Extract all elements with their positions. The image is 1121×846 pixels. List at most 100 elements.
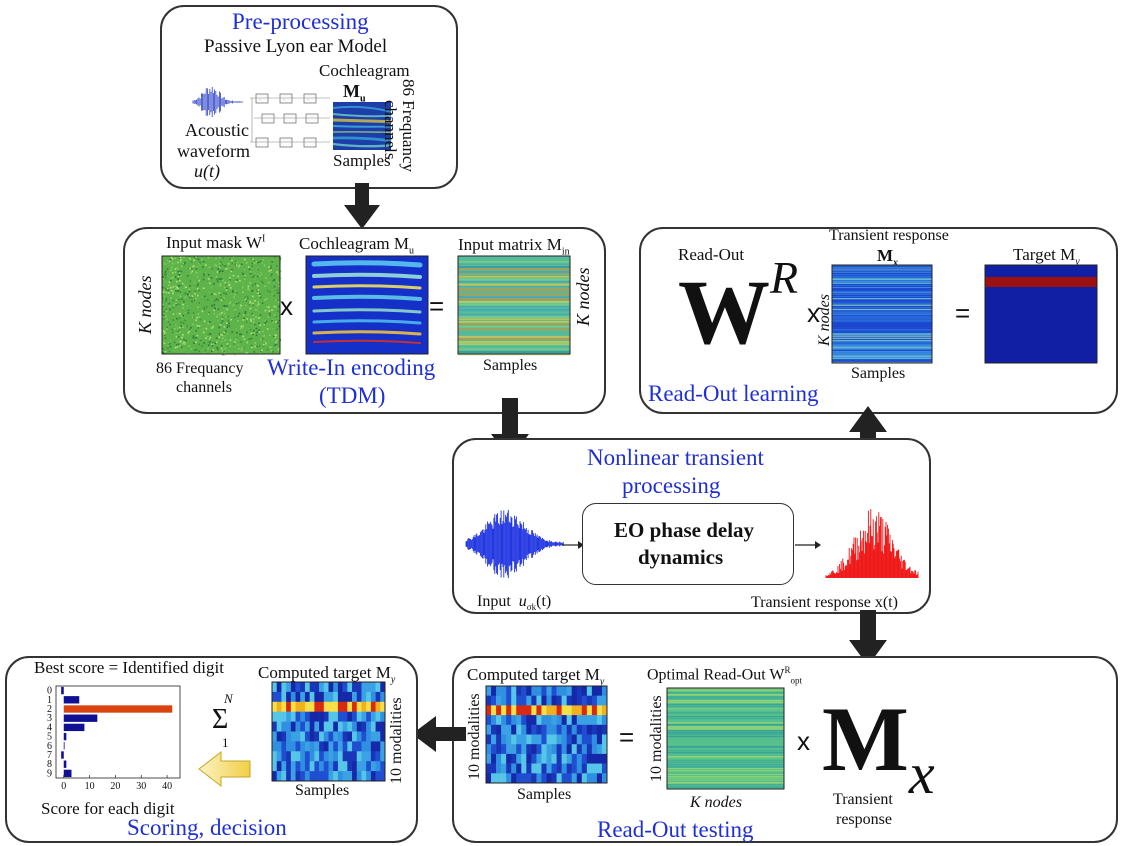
acoustic-label: Acoustic (185, 120, 249, 140)
times-symbol-learning: x (807, 298, 820, 328)
samples-label-preproc: Samples (333, 151, 391, 170)
k-nodes-testing: K nodes (690, 794, 742, 811)
arrow-up-to-learning (849, 406, 887, 460)
xtick-label-20: 20 (110, 781, 120, 792)
sum-bottom: 1 (222, 735, 229, 750)
cochleagram-label-writein: Cochleagram Mu (299, 234, 414, 257)
computed-target-label-testing: Computed target My (467, 665, 605, 688)
equals-symbol-writein: = (429, 291, 445, 321)
tick-label-digit-4: 4 (47, 722, 52, 733)
freq-label-1-writein: 86 Frequancy (156, 360, 244, 377)
times-symbol-writein: x (280, 291, 293, 321)
bar-digit-1 (63, 696, 80, 704)
svg-text:~: ~ (307, 97, 310, 102)
writein-title-1: Write-In encoding (267, 355, 436, 380)
waveform-label: waveform (177, 141, 250, 161)
modalities-label-testing-left: 10 modalities (466, 693, 483, 780)
freq-channels-label-2: channels (381, 100, 400, 160)
transient-response-matrix-learning (831, 264, 933, 364)
equals-symbol-testing: = (619, 722, 635, 752)
input-mask-label: Input mask WI (166, 233, 266, 252)
input-matrix-label: Input matrix Min (458, 235, 570, 258)
ut-label: u(t) (194, 161, 220, 181)
tick-label-digit-6: 6 (47, 741, 52, 752)
modalities-label-testing-right: 10 modalities (648, 695, 665, 782)
writein-title-2: (TDM) (319, 383, 386, 408)
target-matrix-image (984, 264, 1098, 364)
input-matrix-image (457, 255, 571, 356)
arrow-down-to-testing (849, 610, 887, 666)
tick-label-digit-1: 1 (47, 695, 52, 706)
arrow-to-eo (562, 541, 584, 549)
input-label: Input uσk(t) (477, 593, 552, 613)
bar-digit-6 (63, 742, 65, 750)
big-w-readout: WR (678, 252, 799, 363)
mu-label: Mu (343, 81, 366, 105)
transient-response-label: Transient response x(t) (751, 594, 898, 611)
bar-digit-2 (63, 705, 173, 713)
cochleagram-image (305, 255, 429, 355)
input-waveform (465, 509, 564, 579)
equals-symbol-learning: = (955, 298, 971, 328)
readout-label: Read-Out (678, 245, 745, 264)
xtick-label-0: 0 (61, 781, 66, 792)
big-mx: Mx (822, 688, 935, 807)
freq-label-2-writein: channels (176, 379, 232, 396)
computed-target-matrix-scoring (271, 681, 386, 782)
samples-label-learning: Samples (851, 365, 906, 382)
svg-text:~: ~ (259, 97, 262, 102)
eo-box (582, 503, 794, 585)
bar-digit-7 (61, 751, 64, 759)
sum-symbol: Σ (212, 704, 229, 735)
best-score-label: Best score = Identified digit (34, 658, 224, 677)
scoring-title: Scoring, decision (127, 815, 287, 840)
input-mask-image (161, 255, 282, 356)
arrow-from-eo (795, 541, 821, 549)
sum-top: N (224, 691, 233, 706)
samples-label-testing: Samples (517, 786, 572, 803)
arrow-testing-to-scoring (412, 716, 466, 752)
eo-label-2: dynamics (638, 545, 724, 569)
nonlinear-title-1: Nonlinear transient (587, 445, 764, 470)
modalities-label-scoring: 10 modalities (388, 697, 405, 784)
tick-label-digit-0: 0 (47, 686, 52, 697)
filter-bank-diagram: ~ ~ ~ (250, 93, 330, 148)
tick-label-digit-3: 3 (47, 713, 52, 724)
optimal-readout-label: Optimal Read-Out WRopt (647, 665, 802, 686)
transient-response-label-learning: Transient response (829, 227, 949, 244)
transient-response-waveform (825, 509, 919, 578)
samples-label-scoring: Samples (295, 782, 350, 799)
computed-target-label-scoring: Computed target My (258, 663, 396, 686)
preprocessing-title: Pre-processing (232, 9, 369, 34)
tick-label-digit-2: 2 (47, 704, 52, 715)
transient-label-testing-1: Transient (833, 791, 893, 808)
tick-label-digit-8: 8 (47, 759, 52, 770)
readout-testing-title: Read-Out testing (597, 817, 754, 842)
k-nodes-left-label: K nodes (135, 275, 155, 335)
bar-digit-4 (63, 723, 85, 732)
bar-digit-0 (61, 686, 64, 695)
acoustic-waveform (192, 86, 243, 118)
bar-digit-9 (63, 769, 72, 778)
target-label: Target My (1013, 245, 1080, 268)
chart-xlabel: Score for each digit (41, 799, 175, 818)
bar-digit-5 (63, 732, 67, 741)
freq-channels-label-1: 86 Frequancy (399, 79, 418, 173)
nonlinear-title-2: processing (622, 473, 721, 498)
computed-target-matrix-testing (485, 685, 608, 784)
xtick-label-30: 30 (136, 781, 146, 792)
xtick-label-40: 40 (162, 781, 172, 792)
mx-label-learning: Mx (877, 246, 899, 269)
yellow-arrow-icon (198, 750, 251, 788)
svg-text:~: ~ (283, 97, 286, 102)
bar-digit-8 (63, 760, 67, 768)
samples-label-writein: Samples (483, 357, 538, 374)
xtick-label-10: 10 (85, 781, 95, 792)
arrow-down-preproc (344, 183, 380, 229)
optimal-readout-matrix (666, 687, 785, 790)
times-symbol-testing: x (797, 726, 810, 756)
k-nodes-learning: K nodes (816, 294, 833, 346)
transient-label-testing-2: response (836, 811, 892, 828)
